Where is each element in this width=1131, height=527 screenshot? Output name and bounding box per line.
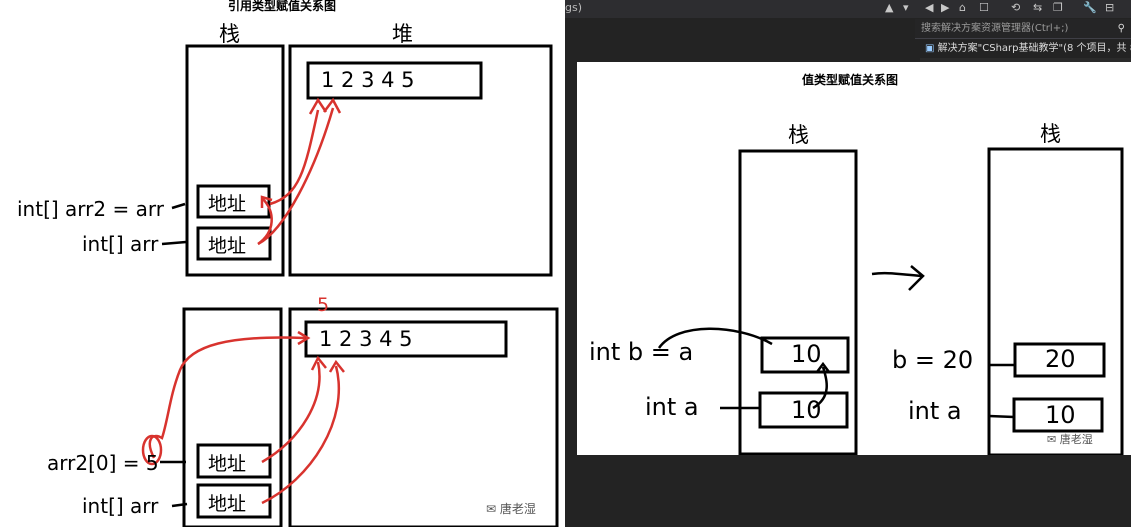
stack-label-top: 栈 xyxy=(219,22,240,46)
slot-b-right xyxy=(1013,342,1106,378)
value-copy-curve xyxy=(812,361,830,410)
solution-tree-partial-row xyxy=(920,58,1131,64)
red-arrow-top-1 xyxy=(269,109,320,206)
slot-a-left xyxy=(758,391,849,429)
stack-box-right xyxy=(987,147,1124,455)
slot-label-arr-top: 地址 xyxy=(208,235,247,257)
solution-tree-item[interactable]: ▣ 解决方案"CSharp基础教学"(8 个项目，共 8 xyxy=(925,41,1131,57)
copy-icon[interactable]: ❐ xyxy=(1053,1,1063,14)
value-diagram-canvas xyxy=(657,147,1124,455)
stack-slot-arr-bottom xyxy=(196,483,272,519)
watermark-right: ✉︎ 唐老湿 xyxy=(1047,431,1093,447)
ide-toolbar: gs) ▲ ▾ ◀ ▶ ⌂ ☐ ⟲ ⇆ ❐ 🔧 ⊟ xyxy=(565,0,1131,18)
stack-slot-arr-top xyxy=(196,226,272,261)
pin-icon[interactable]: ⊟ xyxy=(1105,1,1115,14)
stack-box-bottom xyxy=(182,307,283,527)
scroll-up-icon[interactable]: ▲ xyxy=(885,1,894,14)
forward-icon[interactable]: ▶ xyxy=(941,1,950,14)
stack-slot-arr2-top xyxy=(196,184,271,219)
solution-item-label: 解决方案"CSharp基础教学"(8 个项目，共 8 xyxy=(937,43,1131,54)
slot-b-right-value: 20 xyxy=(1045,345,1076,373)
history-icon[interactable]: ⟲ xyxy=(1011,1,1021,14)
reference-diagram-canvas xyxy=(141,44,559,527)
connector-tick xyxy=(160,202,188,508)
var-label-arr-bottom: int[] arr xyxy=(82,494,159,518)
var-label-b-right: b = 20 xyxy=(892,346,974,374)
ide-window: gs) ▲ ▾ ◀ ▶ ⌂ ☐ ⟲ ⇆ ❐ 🔧 ⊟ 搜索解决方案资源管理器(Ct… xyxy=(565,0,1131,527)
copy-arrow xyxy=(871,265,925,291)
sync-icon[interactable]: ⇆ xyxy=(1033,1,1043,14)
stack-box-left xyxy=(738,149,858,455)
dropdown-icon[interactable]: ▾ xyxy=(903,1,909,14)
red-arrow-top-2 xyxy=(257,107,335,246)
heap-box-bottom xyxy=(288,307,559,527)
back-icon[interactable]: ◀ xyxy=(925,1,934,14)
solution-icon[interactable]: ☐ xyxy=(979,1,989,14)
wechat-icon: ✉︎ xyxy=(486,502,497,516)
var-label-arr-top: int[] arr xyxy=(82,232,159,256)
watermark-text: 唐老湿 xyxy=(1059,433,1093,446)
watermark-text: 唐老湿 xyxy=(499,502,536,516)
var-label-arr2-bottom: arr2[0] = 5 xyxy=(47,451,159,475)
slot-a-left-value: 10 xyxy=(791,396,822,424)
watermark-left: ✉︎ 唐老湿 xyxy=(486,500,536,517)
var-label-arr2-top: int[] arr2 = arr xyxy=(17,197,164,221)
solution-icon-small: ▣ xyxy=(925,43,935,54)
wechat-icon: ✉︎ xyxy=(1047,433,1057,446)
red-arrowheads-top xyxy=(260,97,342,208)
red-arrow-top-3 xyxy=(257,197,273,246)
var-label-b-left: int b = a xyxy=(589,338,694,366)
heap-array-values-top: 1 2 3 4 5 xyxy=(321,68,415,92)
reference-type-diagram: 引用类型赋值关系图 栈 堆 1 2 3 4 5 地址 地址 int[] arr2… xyxy=(0,0,565,527)
heap-box-top xyxy=(288,44,553,277)
red-arrow-bottom-3 xyxy=(261,365,341,505)
slot-b-left-value: 10 xyxy=(791,340,822,368)
value-diagram-title: 值类型赋值关系图 xyxy=(802,73,899,87)
search-placeholder: 搜索解决方案资源管理器(Ctrl+;) xyxy=(921,23,1069,34)
slot-label-arr-bottom: 地址 xyxy=(208,493,247,515)
properties-icon[interactable]: 🔧 xyxy=(1083,1,1097,14)
value-type-diagram: 值类型赋值关系图 栈 栈 10 10 int b = a int a 20 10… xyxy=(577,62,1131,455)
stack-slot-arr2-bottom xyxy=(196,443,272,479)
solution-explorer-search[interactable]: 搜索解决方案资源管理器(Ctrl+;) ⚲ xyxy=(915,19,1131,39)
ide-title-fragment: gs) xyxy=(565,1,583,14)
search-icon[interactable]: ⚲ xyxy=(1117,23,1125,34)
heap-array-values-bottom: 1 2 3 4 5 xyxy=(319,327,413,351)
stack-box-top xyxy=(185,44,285,277)
assign-curve xyxy=(657,327,773,349)
heap-array-top xyxy=(306,61,483,100)
var-label-a-right: int a xyxy=(908,397,962,425)
home-icon[interactable]: ⌂ xyxy=(959,1,966,14)
modified-value-marker: 5 xyxy=(317,294,330,316)
stack-label-left: 栈 xyxy=(788,123,809,147)
slot-a-right xyxy=(1012,397,1104,433)
slot-a-right-value: 10 xyxy=(1045,401,1076,429)
red-arrow-bottom-2 xyxy=(261,361,321,464)
var-label-a-left: int a xyxy=(645,393,699,421)
slot-b-left xyxy=(760,336,850,374)
red-circle-marker xyxy=(141,434,163,466)
connector-ticks-right xyxy=(720,363,1015,419)
slot-label-arr2-top: 地址 xyxy=(208,193,247,215)
slot-label-arr2-bottom: 地址 xyxy=(208,453,247,475)
reference-diagram-title: 引用类型赋值关系图 xyxy=(228,0,337,13)
heap-label-top: 堆 xyxy=(392,22,413,46)
red-arrow-bottom-1 xyxy=(148,336,306,459)
stack-label-right: 栈 xyxy=(1040,122,1061,146)
red-arrowheads-bottom xyxy=(297,330,345,373)
